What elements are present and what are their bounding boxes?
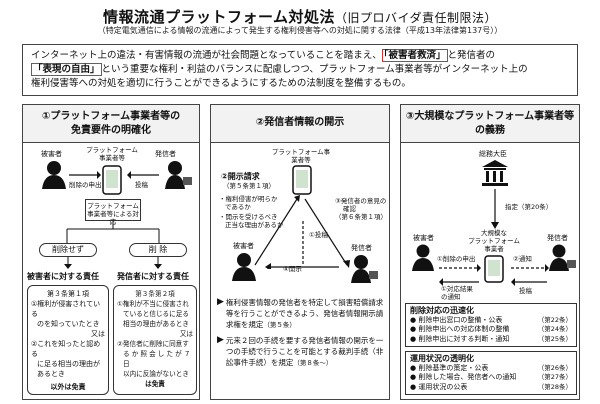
- post-label: 投稿: [135, 181, 148, 189]
- sender-icon-3: [549, 244, 576, 271]
- column-3-header: ③大規模なプラットフォーム事業者等 の義務: [401, 105, 579, 143]
- victim-label-2: 被害者: [233, 242, 254, 250]
- intro-line-2: 「表現の自由」という重要な権利・利益のバランスに配慮しつつ、プラットフォーム事業…: [31, 63, 528, 76]
- post-arrow-icon: [127, 171, 159, 179]
- resp-sender-label: 発信者に対する責任: [117, 272, 189, 281]
- response-label: ①対応結果 の通知: [441, 285, 473, 301]
- right-conditions-box: 第３条第２項 ①権利が不当に侵害され ていると信じるに足る 相当の理由があるとき…: [113, 285, 197, 395]
- column-2-header: ②発信者情報の開示: [211, 105, 389, 143]
- left-exempt: 以外は免責: [50, 383, 86, 391]
- provider-response-box: プラットフォーム事業者等による対応: [85, 199, 141, 226]
- intro-box: インターネット上の違法・有害情報の流通が社会問題となっていることを踏まえ、「被害…: [22, 44, 578, 96]
- arrow-bullet-icon: ▶: [217, 335, 224, 345]
- smartphone-icon-2: [292, 165, 312, 195]
- intro-line-1: インターネット上の違法・有害情報の流通が社会問題となっていることを踏まえ、「被害…: [31, 49, 496, 62]
- transparency-section: 運用状況の透明化 ● 削除基準の策定・公表（第26条） ● 削除した場合、発信者…: [405, 351, 577, 395]
- victim-icon-3: [412, 244, 434, 271]
- disclosure-bullets: ▶ 権利侵害情報の発信者を特定して損害賠償請求等を行うことができるよう、発信者情…: [217, 297, 385, 368]
- sender-label-2: 発信者: [351, 244, 372, 252]
- article-3-2: 第３条第２項: [135, 290, 175, 298]
- designate-label: 指定（第20条）: [505, 203, 553, 211]
- smartphone-icon-3: [484, 255, 504, 283]
- designate-arrow-icon: [491, 189, 499, 229]
- left-conditions-box: 第３条第１項 ①権利が侵害されている のを知っていたとき 又は ②これを知ったと…: [27, 285, 109, 395]
- delete-request-arrow: [439, 264, 481, 272]
- delete-request-label: ①削除の申出: [437, 255, 476, 263]
- law-subtitle: （特定電気通信による情報の流通によって発生する権利侵害等への対処に関する法律（平…: [97, 26, 503, 35]
- victim-relief-highlight: 「被害者救済」: [381, 49, 448, 62]
- victim-icon-2: [232, 253, 256, 281]
- column-1-header: ①プラットフォーム事業者等の 免責要件の明確化: [23, 105, 199, 143]
- disclosure-request-title: ②開示請求: [221, 172, 260, 181]
- speedup-item: ● 削除申出に対する判断・通知（第25条）: [410, 334, 572, 343]
- transparency-item: ● 削除基準の策定・公表（第26条）: [410, 363, 572, 372]
- post-arrow-3: [511, 278, 547, 286]
- resp-victim-label: 被害者に対する責任: [27, 272, 99, 281]
- column-obligations: ③大規模なプラットフォーム事業者等 の義務 総務大臣 指定（第20条） 被害者 …: [400, 104, 580, 400]
- disclosure-request-article: （第５条第１項）: [223, 182, 275, 190]
- disclose-label: ④開示: [283, 265, 302, 273]
- delete-pill: 削 除: [129, 243, 187, 257]
- platform-label: プラットフォーム事業者等: [86, 146, 138, 162]
- notice-label: ②通知: [513, 255, 532, 263]
- victim-icon: [42, 161, 66, 189]
- right-exempt: は免責: [145, 380, 165, 388]
- request-label: 削除の申出: [69, 181, 102, 189]
- arrow-bullet-icon: ▶: [217, 297, 224, 307]
- bullet-1: ▶ 権利侵害情報の発信者を特定して損害賠償請求等を行うことができるよう、発信者情…: [217, 297, 384, 329]
- no-delete-pill: 削除せず: [39, 243, 97, 257]
- sender-label-3: 発信者: [547, 234, 568, 242]
- down-arrows: [64, 257, 162, 269]
- victim-label-3: 被害者: [413, 234, 434, 242]
- government-building-icon: [482, 160, 508, 186]
- disclosure-flow-arrows: [254, 195, 350, 269]
- sender-icon-2: [351, 255, 378, 283]
- sender-icon: [165, 161, 192, 189]
- sender-label: 発信者: [155, 150, 176, 158]
- victim-label: 被害者: [41, 150, 62, 158]
- platform-label-2: プラットフォーム事業者等: [271, 148, 331, 164]
- title-sub: （旧プロバイダ責任制限法）: [335, 11, 498, 25]
- transparency-title: 運用状況の透明化: [410, 354, 474, 363]
- page-title: 情報流通プラットフォーム対処法（旧プロバイダ責任制限法）: [0, 6, 600, 27]
- minister-label: 総務大臣: [479, 150, 507, 158]
- branch-lines: [66, 221, 160, 243]
- intro-line-3: 権利侵害等への対処を適切に行うことができるようにするための法制度を整備するもの。: [31, 78, 411, 89]
- freedom-expression-highlight: 「表現の自由」: [31, 63, 102, 76]
- speedup-item: ● 削除申出窓口の整備・公表（第22条）: [410, 315, 572, 324]
- article-3-1: 第３条第１項: [47, 290, 89, 298]
- response-arrow: [439, 278, 479, 286]
- bullet-2: ▶ 元来２回の手続を要する発信者情報の開示を一つの手続で行うことを可能とする裁判…: [217, 335, 384, 367]
- speedup-item: ● 削除申出への対応体制の整備（第24条）: [410, 325, 572, 333]
- request-arrow-icon: [69, 171, 101, 179]
- title-main: 情報流通プラットフォーム対処法: [102, 8, 336, 26]
- post-label-3: 投稿: [519, 287, 532, 295]
- notice-arrow: [511, 264, 549, 272]
- sender-opinion-label: ③発信者の意見の: [335, 197, 387, 205]
- speedup-section: 削除対応の迅速化 ● 削除申出窓口の整備・公表（第22条） ● 削除申出への対応…: [405, 303, 577, 347]
- column-exemption: ①プラットフォーム事業者等の 免責要件の明確化 被害者 プラットフォーム事業者等…: [22, 104, 200, 400]
- speedup-title: 削除対応の迅速化: [410, 306, 474, 315]
- column-disclosure: ②発信者情報の開示 プラットフォーム事業者等 ②開示請求 （第５条第１項） ・権…: [210, 104, 390, 400]
- large-platform-label: 大規模な プラットフォーム 事業者: [468, 229, 520, 253]
- smartphone-icon: [102, 165, 122, 195]
- post-label-2: ①投稿: [309, 231, 328, 239]
- transparency-item: ● 運用状況の公表（第28条）: [410, 382, 572, 391]
- transparency-item: ● 削除した場合、発信者への通知（第27条）: [410, 373, 572, 381]
